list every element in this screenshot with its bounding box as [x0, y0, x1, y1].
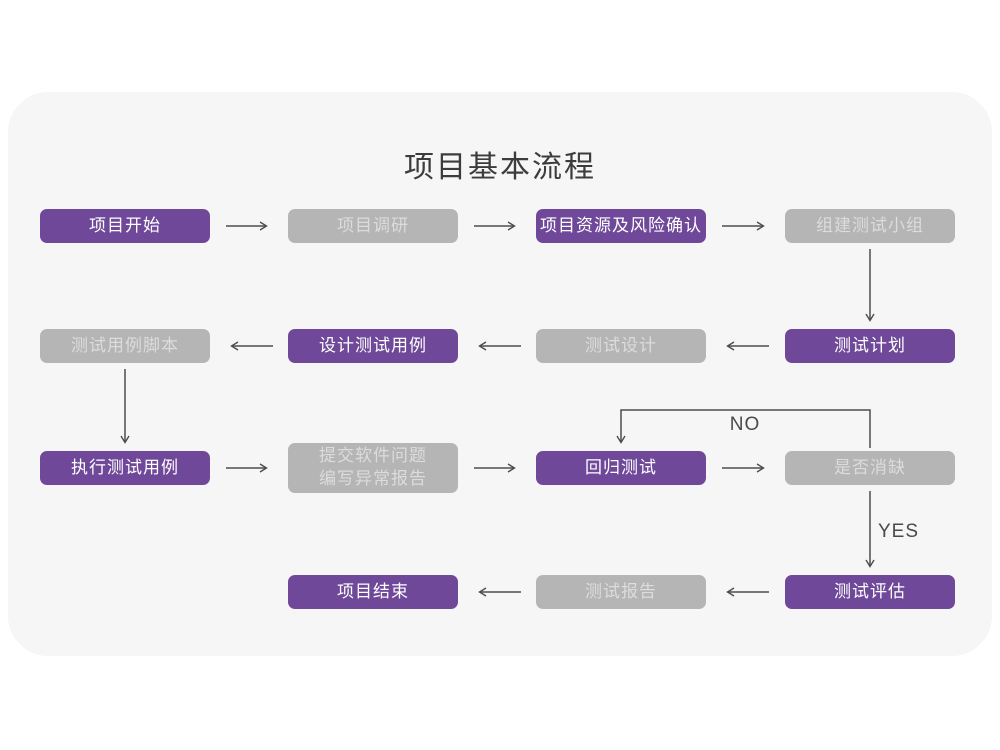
page-title: 项目基本流程 — [404, 151, 596, 184]
node-test-case-script: 测试用例脚本 — [40, 329, 210, 363]
flowchart-card — [8, 92, 992, 656]
node-submit-issue-report: 提交软件问题 编写异常报告 — [288, 443, 458, 493]
node-test-design: 测试设计 — [536, 329, 706, 363]
node-project-end: 项目结束 — [288, 575, 458, 609]
node-regression-test: 回归测试 — [536, 451, 706, 485]
node-project-start: 项目开始 — [40, 209, 210, 243]
node-defect-cleared: 是否消缺 — [785, 451, 955, 485]
node-execute-test-cases: 执行测试用例 — [40, 451, 210, 485]
node-resources-risk: 项目资源及风险确认 — [536, 209, 706, 243]
node-project-research: 项目调研 — [288, 209, 458, 243]
edge-label-yes: YES — [878, 521, 920, 542]
node-build-test-team: 组建测试小组 — [785, 209, 955, 243]
edge-label-no: NO — [729, 414, 761, 435]
node-test-evaluation: 测试评估 — [785, 575, 955, 609]
node-test-report: 测试报告 — [536, 575, 706, 609]
node-test-plan: 测试计划 — [785, 329, 955, 363]
node-design-test-cases: 设计测试用例 — [288, 329, 458, 363]
